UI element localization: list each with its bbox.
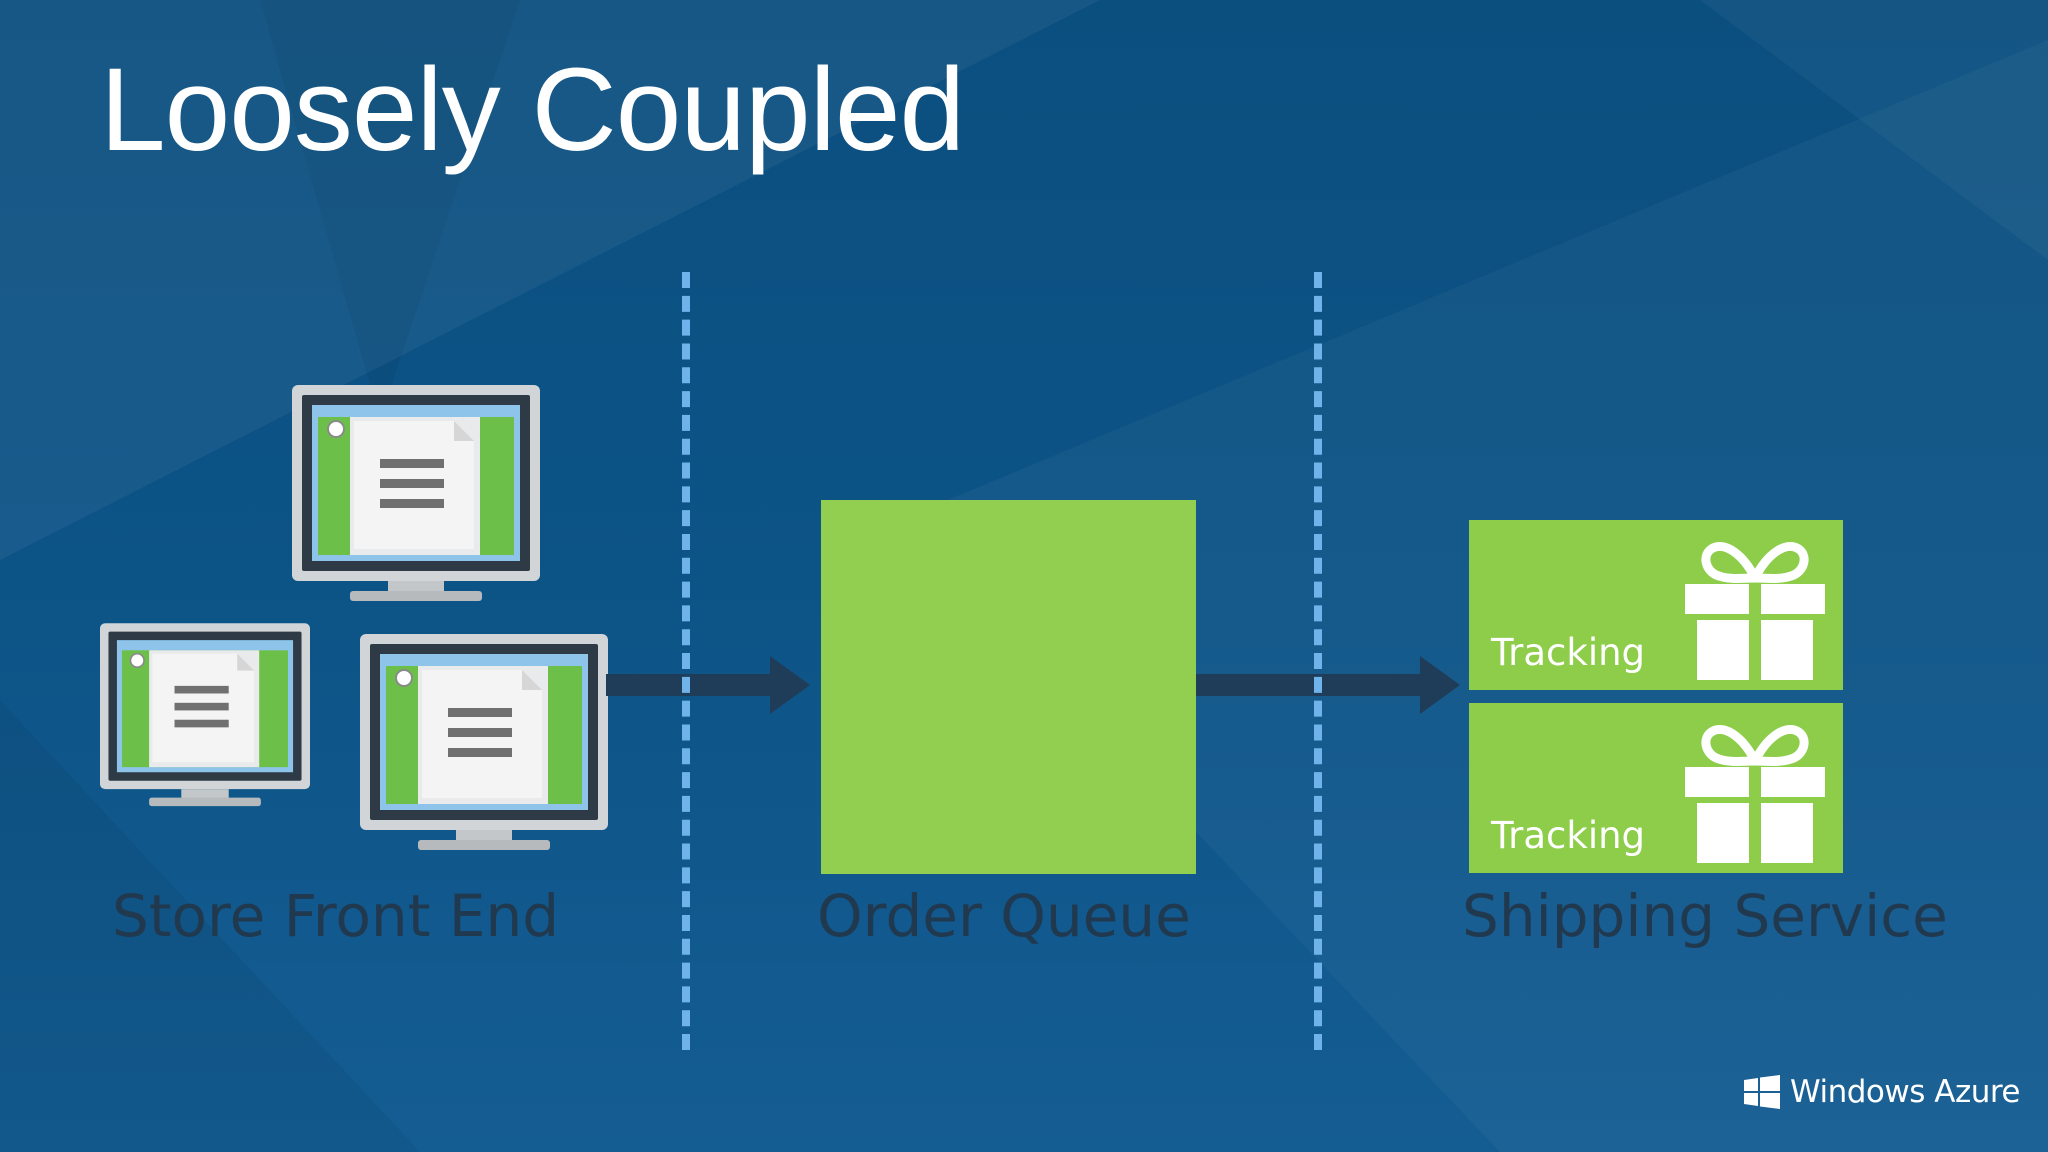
boundary-divider-left bbox=[682, 272, 690, 1050]
monitor-icon bbox=[292, 385, 540, 601]
monitor-icon bbox=[360, 634, 608, 850]
slide-title: Loosely Coupled bbox=[100, 44, 965, 176]
section-label-shipping-service: Shipping Service bbox=[1462, 882, 1948, 950]
arrow-to-shipping bbox=[1196, 656, 1460, 714]
windows-logo-icon bbox=[1744, 1075, 1780, 1109]
brand: Windows Azure bbox=[1744, 1072, 2021, 1112]
boundary-divider-right bbox=[1314, 272, 1322, 1050]
brand-name: Windows Azure bbox=[1790, 1074, 2021, 1110]
gift-icon bbox=[1685, 725, 1825, 863]
order-queue-box bbox=[821, 500, 1196, 874]
tracking-tile: Tracking bbox=[1469, 703, 1843, 873]
tracking-label: Tracking bbox=[1491, 631, 1646, 674]
section-label-store-front-end: Store Front End bbox=[112, 882, 560, 950]
arrow-to-queue bbox=[606, 656, 810, 714]
monitor-icon bbox=[100, 623, 310, 807]
section-label-order-queue: Order Queue bbox=[817, 882, 1191, 950]
tracking-label: Tracking bbox=[1491, 814, 1646, 857]
tracking-tile: Tracking bbox=[1469, 520, 1843, 690]
gift-icon bbox=[1685, 542, 1825, 680]
